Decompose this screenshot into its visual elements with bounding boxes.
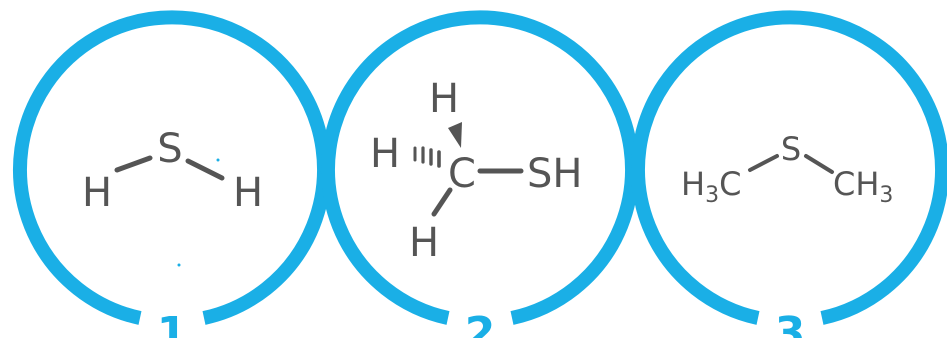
panel-1-bond-left [114, 155, 153, 173]
panel-1-ring [13, 10, 331, 325]
panel-3-right-base: CH [833, 165, 879, 203]
panel-2-atom-sh: SH [527, 151, 582, 197]
panel-2-hash-bond [413, 146, 441, 168]
panel-3-group-right: CH3 [833, 165, 893, 208]
panel-2-wedge-bond [448, 122, 462, 148]
panel-2-atom-c: C [448, 151, 476, 197]
panel-3-number: 3 [775, 308, 806, 338]
panel-2: 2 H H C H SH [321, 10, 639, 342]
panel-3-left-sub: 3 [705, 183, 719, 208]
panel-3-left-base: H [681, 165, 705, 203]
panel-1-number: 1 [157, 308, 188, 338]
panel-1-dot [216, 158, 220, 162]
panel-3-ring [631, 10, 947, 325]
panel-2-atom-h-bottom: H [409, 220, 439, 266]
panel-1-dot [177, 263, 181, 267]
panel-3-left-tail: C [719, 165, 741, 203]
panel-2-bond-bottom [431, 187, 453, 217]
panel-3-right-sub: 3 [879, 183, 893, 208]
panel-1-atom-h-right: H [233, 170, 263, 216]
panel-3-group-left: H3C [681, 165, 741, 208]
panel-3-bond-right [804, 154, 834, 174]
panel-3-bond-left [748, 154, 779, 172]
panel-1-bond-right [185, 158, 225, 181]
panel-3: 3 S H3C CH3 [631, 10, 947, 342]
panel-2-number: 2 [465, 308, 496, 338]
panel-1-atom-s: S [157, 126, 182, 172]
panel-1: 1 S H H [13, 10, 331, 342]
panel-2-ring [321, 10, 639, 325]
panel-2-atom-h-left: H [370, 131, 400, 177]
panel-1-atom-h-left: H [82, 170, 112, 216]
panel-3-atom-s: S [781, 130, 801, 168]
panel-2-atom-h-top: H [429, 76, 459, 122]
